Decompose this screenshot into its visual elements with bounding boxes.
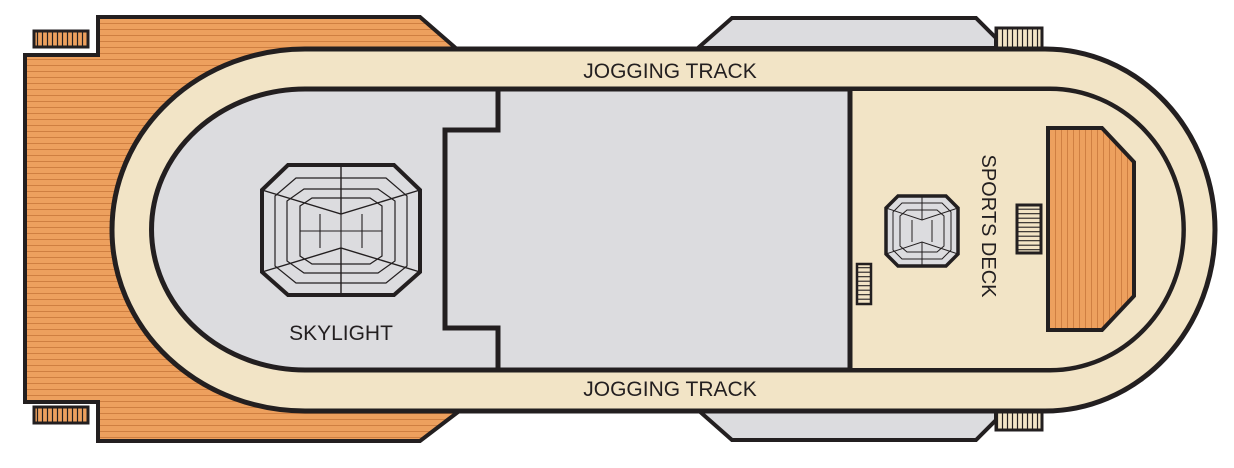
label-jogging-track-top: JOGGING TRACK bbox=[583, 60, 756, 83]
stair-grate-bottom-left bbox=[32, 405, 90, 425]
skylight-left bbox=[260, 163, 422, 297]
stair-grate-sports-2 bbox=[855, 262, 873, 306]
label-jogging-track-bottom: JOGGING TRACK bbox=[583, 378, 756, 401]
side-wing-bottom bbox=[692, 408, 998, 442]
label-skylight: SKYLIGHT bbox=[289, 322, 393, 345]
wood-deck-forward bbox=[1046, 126, 1136, 332]
stair-grate-top-right bbox=[994, 26, 1044, 50]
side-wing-top bbox=[692, 16, 998, 50]
label-sports-deck: SPORTS DECK bbox=[977, 155, 999, 299]
stair-grate-sports-1 bbox=[1015, 203, 1043, 255]
stair-grate-top-left bbox=[32, 29, 90, 49]
skylight-small bbox=[884, 194, 960, 268]
central-structure bbox=[442, 90, 501, 370]
